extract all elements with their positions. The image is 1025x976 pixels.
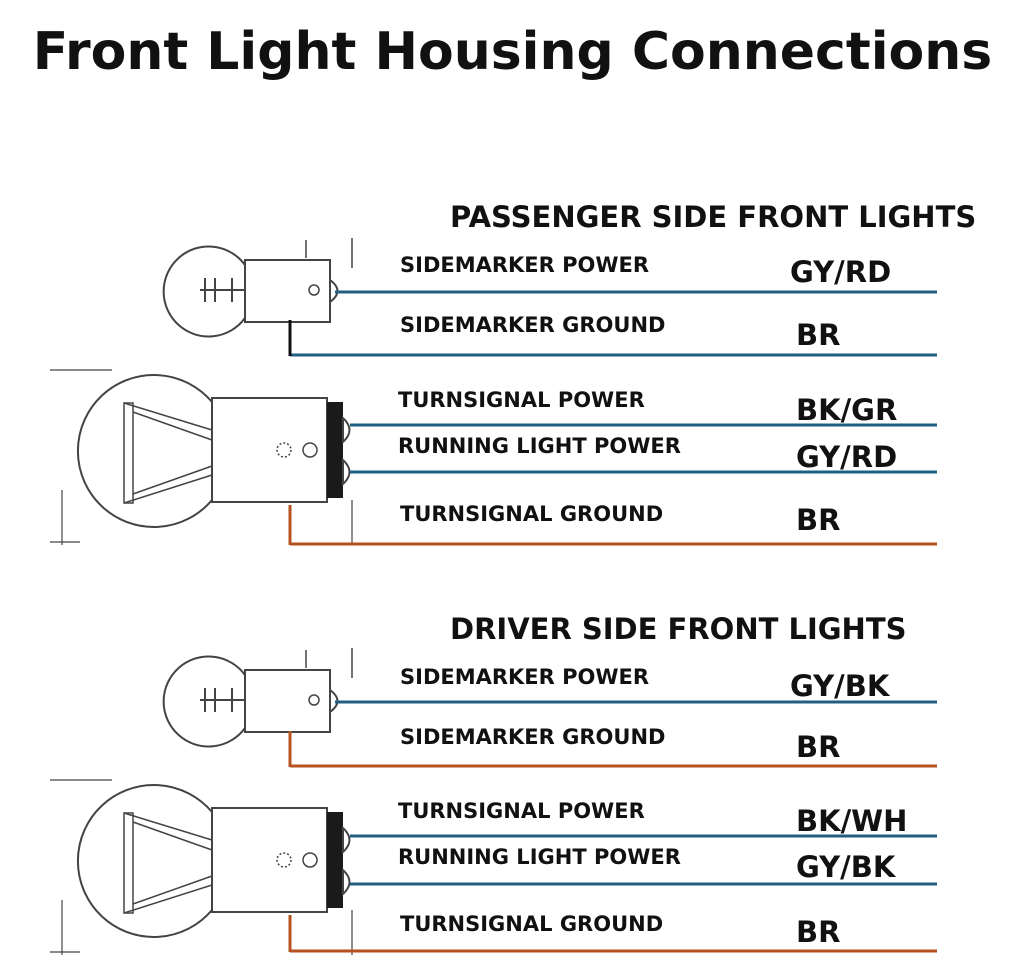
small-bulb-pin	[308, 694, 320, 706]
wire-label: RUNNING LIGHT POWER	[398, 434, 681, 458]
large-bulb-globe	[76, 784, 213, 938]
contact-nub	[342, 867, 351, 897]
contact-nub	[342, 825, 351, 855]
wire-label: SIDEMARKER GROUND	[400, 725, 666, 749]
small-bulb-pin	[308, 284, 320, 296]
bulb-group-1	[50, 648, 353, 955]
wire-code: BK/WH	[796, 804, 908, 838]
large-bulb-pin	[302, 852, 318, 868]
filament-support	[123, 402, 213, 504]
page-title: Front Light Housing Connections	[32, 22, 993, 82]
wire-code: GY/BK	[790, 669, 890, 703]
wire-label: SIDEMARKER GROUND	[400, 313, 666, 337]
wire-code: GY/RD	[790, 255, 892, 289]
wire-label: TURNSIGNAL GROUND	[400, 502, 664, 526]
large-bulb-pin	[302, 442, 318, 458]
contact-nub	[342, 457, 351, 487]
wire-code: BR	[796, 318, 841, 352]
wire-label: TURNSIGNAL POWER	[398, 388, 645, 412]
bulb-group-0	[50, 238, 353, 545]
passenger-section-title: PASSENGER SIDE FRONT LIGHTS	[450, 200, 977, 234]
wire-code: GY/RD	[796, 440, 898, 474]
wire-label: SIDEMARKER POWER	[400, 665, 650, 689]
contact-nub	[342, 415, 351, 445]
large-bulb-pin	[276, 442, 292, 458]
small-bulb-filament	[200, 278, 245, 302]
filament-support	[123, 812, 213, 914]
wire-label: TURNSIGNAL GROUND	[400, 912, 664, 936]
wire-code: BR	[796, 503, 841, 537]
large-bulb-filament	[123, 402, 134, 504]
driver-section-title: DRIVER SIDE FRONT LIGHTS	[450, 612, 907, 646]
large-bulb-contacts	[327, 812, 343, 908]
wire-label: SIDEMARKER POWER	[400, 253, 650, 277]
wire-code: BK/GR	[796, 393, 898, 427]
large-bulb-contacts	[327, 402, 343, 498]
wire-code: GY/BK	[796, 850, 896, 884]
wire-label: TURNSIGNAL POWER	[398, 799, 645, 823]
wire-code: BR	[796, 915, 841, 949]
wire-label: RUNNING LIGHT POWER	[398, 845, 681, 869]
large-bulb-filament	[123, 812, 134, 914]
large-bulb-pin	[276, 852, 292, 868]
small-bulb-filament	[200, 688, 245, 712]
large-bulb-globe	[76, 374, 213, 528]
wire-code: BR	[796, 730, 841, 764]
